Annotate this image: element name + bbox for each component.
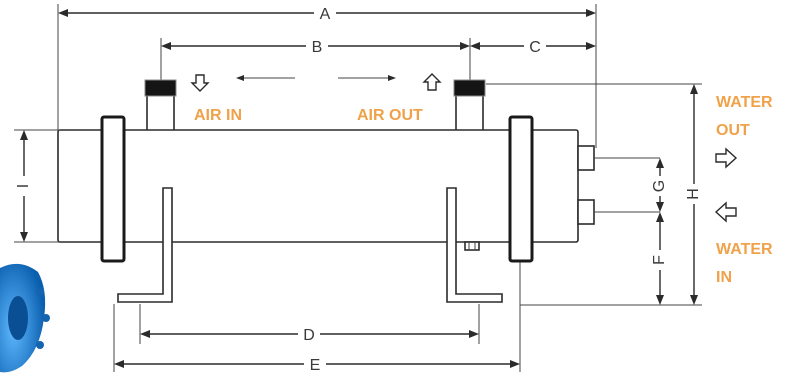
dimension-label-e: E: [310, 357, 321, 374]
water-out-label-line2: OUT: [716, 122, 750, 139]
dimension-g: G: [651, 158, 669, 212]
dimension-label-i: I: [15, 184, 32, 188]
dimension-h: H: [486, 83, 703, 306]
left-mounting-bracket: [117, 187, 173, 303]
water-in-label-line2: IN: [716, 269, 732, 286]
dimension-c: C: [470, 37, 596, 56]
dimension-label-c: C: [529, 39, 541, 56]
dimension-label-d: D: [303, 327, 315, 344]
water-in-nozzle: [577, 199, 660, 225]
air-in-arrow-icon: [190, 74, 210, 92]
dimension-f: F: [520, 212, 669, 306]
dimension-label-f: F: [651, 255, 668, 265]
water-out-label-line1: WATER: [716, 94, 773, 111]
water-in-label-line1: WATER: [716, 241, 773, 258]
dimension-label-h: H: [685, 188, 702, 200]
left-flange: [100, 115, 126, 263]
blue-part-image: [0, 263, 50, 373]
dimension-e: E: [113, 262, 521, 374]
dimension-label-a: A: [320, 6, 331, 23]
right-mounting-bracket: [446, 187, 503, 303]
dimension-label-g: G: [651, 180, 668, 192]
water-out-arrow-icon: [715, 147, 738, 169]
drain-plug: [464, 241, 480, 251]
air-in-label: AIR IN: [194, 107, 242, 124]
air-in-port: [144, 79, 177, 137]
air-out-port: [453, 79, 486, 137]
air-out-arrow-icon: [422, 73, 442, 91]
shell-body: [57, 129, 579, 243]
dimension-d: D: [139, 304, 480, 344]
flow-direction-arrows: [236, 75, 396, 81]
right-flange: [508, 115, 534, 263]
dimension-label-b: B: [312, 39, 323, 56]
air-out-label: AIR OUT: [357, 107, 423, 124]
water-out-nozzle: [577, 145, 660, 171]
dimension-i: I: [14, 129, 60, 243]
water-in-arrow-icon: [714, 201, 737, 223]
dimension-a: A: [57, 4, 597, 148]
dimension-b: B: [160, 37, 471, 82]
